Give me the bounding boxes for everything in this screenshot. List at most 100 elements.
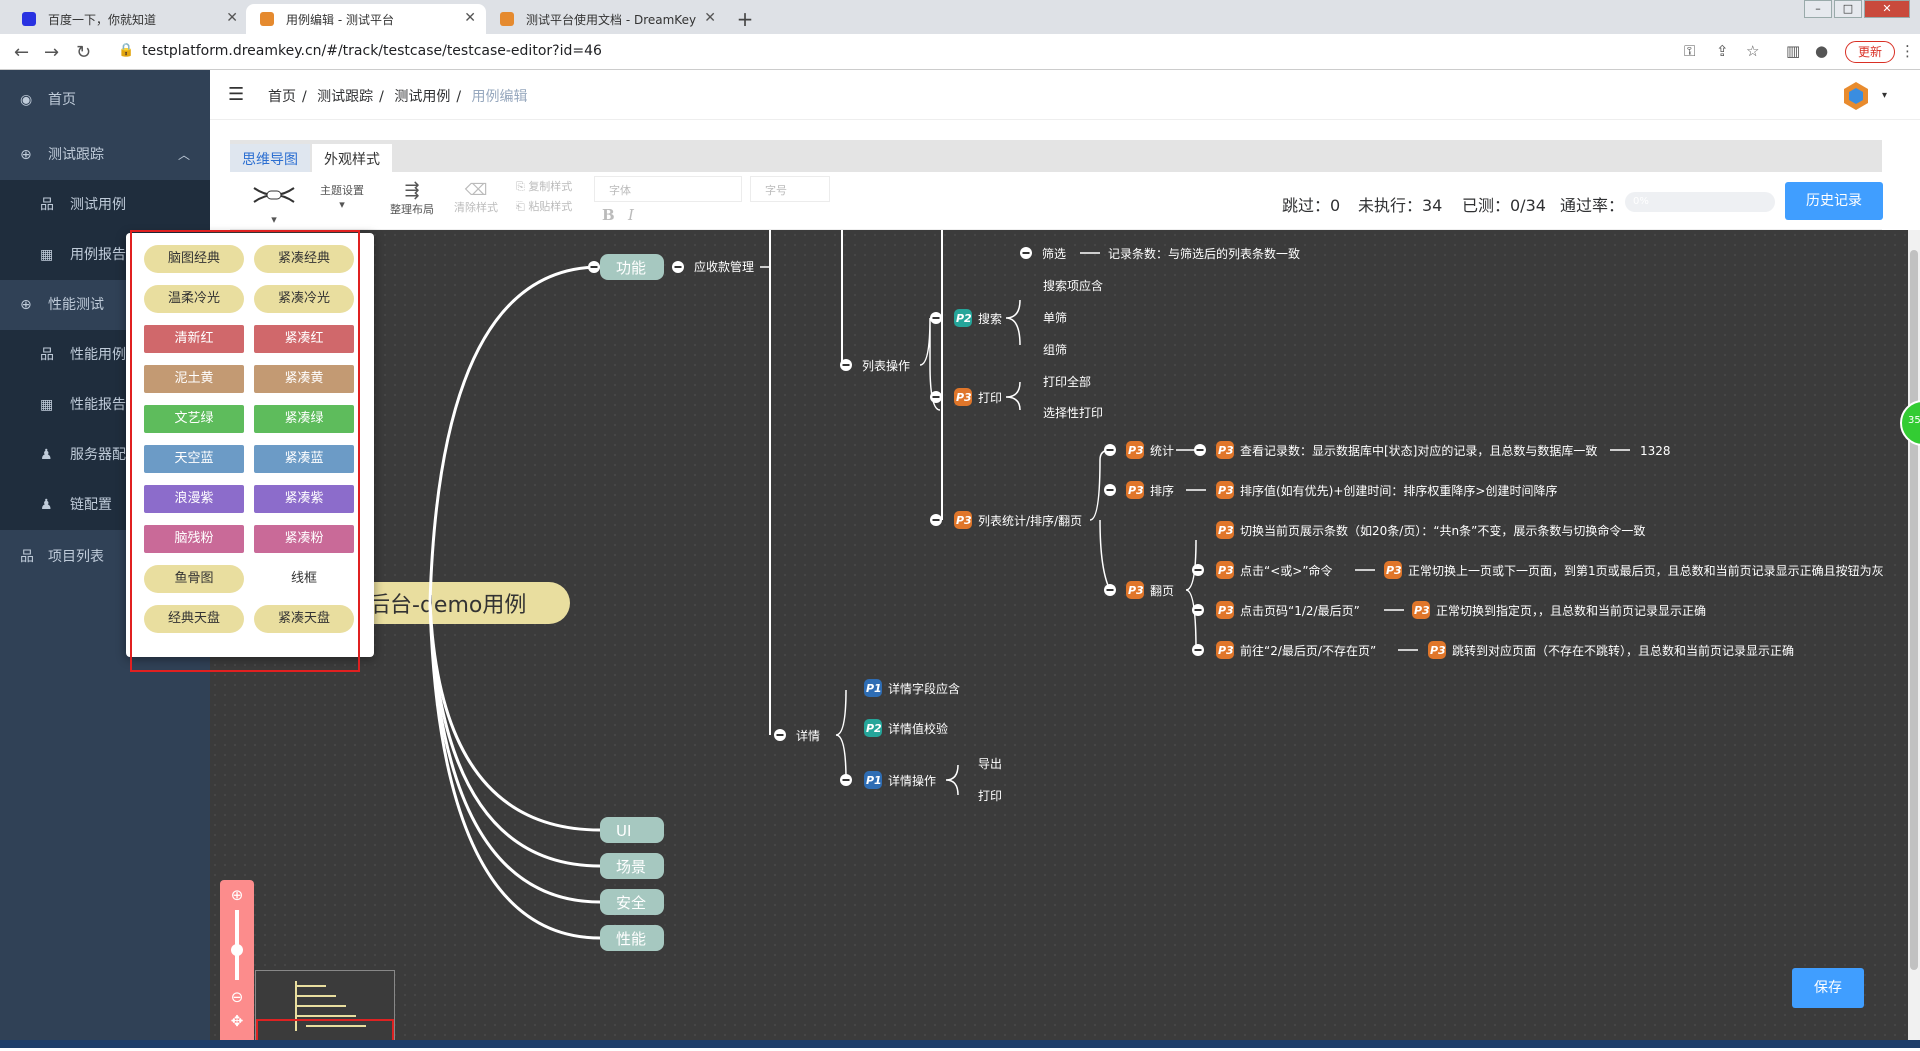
font-family-select[interactable]: 字体 — [594, 176, 742, 202]
arrange-layout-button[interactable]: ⇶整理布局 — [386, 180, 438, 217]
bookmark-star-icon[interactable]: ☆ — [1746, 42, 1760, 60]
node-text[interactable]: 选择性打印 — [1043, 406, 1103, 420]
zoom-out-icon[interactable]: ⊖ — [230, 988, 244, 1006]
branch-node[interactable] — [600, 817, 664, 843]
node-text[interactable]: 打印 — [978, 789, 1002, 803]
branch-node[interactable] — [600, 925, 664, 951]
node-text[interactable]: 组筛 — [1043, 342, 1067, 357]
italic-button[interactable]: I — [628, 206, 634, 224]
node-text[interactable]: 跳转到对应页面（不存在不跳转），且总数和当前页记录显示正确 — [1452, 643, 1794, 658]
node-text[interactable]: 打印 — [978, 391, 1002, 405]
branch-label[interactable]: 安全 — [616, 894, 646, 912]
node-text[interactable]: 排序 — [1150, 483, 1174, 498]
node-text[interactable]: 详情 — [796, 728, 820, 743]
branch-node[interactable] — [600, 853, 664, 879]
theme-option[interactable]: 线框 — [254, 565, 354, 593]
branch-label[interactable]: UI — [616, 822, 631, 840]
vertical-scrollbar[interactable] — [1908, 230, 1920, 1048]
bold-button[interactable]: B — [602, 206, 615, 224]
node-text[interactable]: 切换当前页展示条数（如20条/页）：“共n条”不变，展示条数与切换命令一致 — [1240, 523, 1645, 538]
node-text[interactable]: 筛选 — [1042, 246, 1066, 261]
node-text[interactable]: 列表统计/排序/翻页 — [978, 513, 1082, 528]
breadcrumb-home[interactable]: 首页 — [268, 89, 296, 105]
node-text[interactable]: 详情操作 — [888, 773, 936, 788]
node-text[interactable]: 搜索项应含 — [1043, 278, 1103, 293]
zoom-handle[interactable] — [231, 944, 243, 956]
dreamkey-logo[interactable] — [1840, 80, 1872, 112]
browser-tab-docs[interactable]: 测试平台使用文档 - DreamKey ✕ — [486, 4, 726, 34]
theme-option[interactable]: 紧凑冷光 — [254, 285, 354, 313]
theme-option[interactable]: 紧凑经典 — [254, 245, 354, 273]
node-text[interactable]: 应收款管理 — [694, 259, 754, 274]
theme-option[interactable]: 紧凑红 — [254, 325, 354, 353]
branch-label[interactable]: 场景 — [616, 858, 646, 876]
sidepanel-icon[interactable]: ▥ — [1786, 42, 1801, 60]
theme-option[interactable]: 紧凑紫 — [254, 485, 354, 513]
close-icon[interactable]: ✕ — [464, 10, 476, 26]
tab-appearance[interactable]: 外观样式 — [312, 144, 392, 172]
forward-icon[interactable]: → — [44, 42, 60, 63]
move-icon[interactable]: ✥ — [230, 1012, 244, 1030]
node-text[interactable]: 打印全部 — [1043, 374, 1091, 389]
paste-style-button[interactable]: ⎗ 粘贴样式 — [516, 198, 588, 214]
branch-node[interactable] — [600, 254, 664, 280]
root-node[interactable] — [340, 582, 570, 624]
clear-style-button[interactable]: ⌫清除样式 — [450, 180, 502, 215]
save-button[interactable]: 保存 — [1792, 968, 1864, 1008]
window-close-icon[interactable]: ✕ — [1864, 0, 1910, 18]
new-tab-icon[interactable]: + — [736, 7, 754, 31]
sidebar-item-test-track[interactable]: ⊕测试跟踪︿ — [0, 130, 210, 180]
theme-option[interactable]: 脑图经典 — [144, 245, 244, 273]
node-text[interactable]: 列表操作 — [862, 358, 910, 373]
branch-label[interactable]: 性能 — [616, 930, 646, 948]
minimap[interactable] — [255, 970, 395, 1048]
theme-option[interactable]: 经典天盘 — [144, 605, 244, 633]
node-text[interactable]: 正常切换到指定页，，且总数和当前页记录显示正确 — [1436, 603, 1706, 618]
minimize-icon[interactable]: – — [1804, 0, 1832, 18]
breadcrumb-test-track[interactable]: 测试跟踪 — [317, 89, 374, 105]
node-text[interactable]: 详情字段应含 — [888, 681, 960, 696]
font-size-select[interactable]: 字号 — [750, 176, 830, 202]
node-text[interactable]: 记录条数：与筛选后的列表条数一致 — [1108, 246, 1300, 261]
browser-tab-baidu[interactable]: 百度一下，你就知道 ✕ — [8, 4, 248, 34]
tab-mindmap[interactable]: 思维导图 — [230, 144, 310, 172]
theme-option[interactable]: 浪漫紫 — [144, 485, 244, 513]
node-text[interactable]: 详情值校验 — [888, 721, 948, 736]
theme-option[interactable]: 温柔冷光 — [144, 285, 244, 313]
node-text[interactable]: 排序值(如有优先)+创建时间：排序权重降序>创建时间降序 — [1240, 483, 1557, 498]
theme-option[interactable]: 天空蓝 — [144, 445, 244, 473]
theme-settings-button[interactable]: 主题设置▾ — [314, 182, 370, 211]
node-text[interactable]: 搜索 — [978, 311, 1002, 326]
maximize-icon[interactable]: □ — [1834, 0, 1862, 18]
dropdown-caret-icon[interactable]: ▾ — [1882, 90, 1888, 101]
browser-tab-editor[interactable]: 用例编辑 - 测试平台 ✕ — [246, 4, 486, 34]
theme-option[interactable]: 泥土黄 — [144, 365, 244, 393]
theme-option[interactable]: 文艺绿 — [144, 405, 244, 433]
close-icon[interactable]: ✕ — [704, 10, 716, 26]
theme-option[interactable]: 紧凑黄 — [254, 365, 354, 393]
branch-node[interactable] — [600, 889, 664, 915]
node-text[interactable]: 导出 — [978, 757, 1002, 771]
reload-icon[interactable]: ↻ — [76, 42, 92, 63]
key-icon[interactable]: ⚿ — [1684, 42, 1696, 60]
zoom-in-icon[interactable]: ⊕ — [230, 886, 244, 904]
menu-dots-icon[interactable]: ⋮ — [1900, 42, 1915, 60]
close-icon[interactable]: ✕ — [226, 10, 238, 26]
theme-option[interactable]: 清新红 — [144, 325, 244, 353]
sidebar-item-home[interactable]: ◉首页 — [0, 75, 210, 125]
node-text[interactable]: 正常切换上一页或下一页面，到第1页或最后页，且总数和当前页记录显示正确且按钮为灰 — [1408, 563, 1884, 578]
sidebar-item-perf-test[interactable]: ⊕性能测试 — [0, 280, 210, 330]
share-icon[interactable]: ⇪ — [1716, 42, 1729, 60]
hamburger-icon[interactable]: ☰ — [228, 84, 245, 105]
theme-option[interactable]: 紧凑粉 — [254, 525, 354, 553]
branch-label[interactable]: 功能 — [616, 259, 646, 277]
root-node-text[interactable]: 后台-demo用例 — [368, 593, 526, 618]
theme-option[interactable]: 紧凑绿 — [254, 405, 354, 433]
theme-option[interactable]: 紧凑蓝 — [254, 445, 354, 473]
breadcrumb-test-case[interactable]: 测试用例 — [394, 89, 451, 105]
copy-style-button[interactable]: ⎘ 复制样式 — [516, 178, 588, 194]
profile-icon[interactable]: ● — [1815, 42, 1829, 60]
theme-option[interactable]: 脑残粉 — [144, 525, 244, 553]
scroll-thumb[interactable] — [1910, 250, 1918, 970]
